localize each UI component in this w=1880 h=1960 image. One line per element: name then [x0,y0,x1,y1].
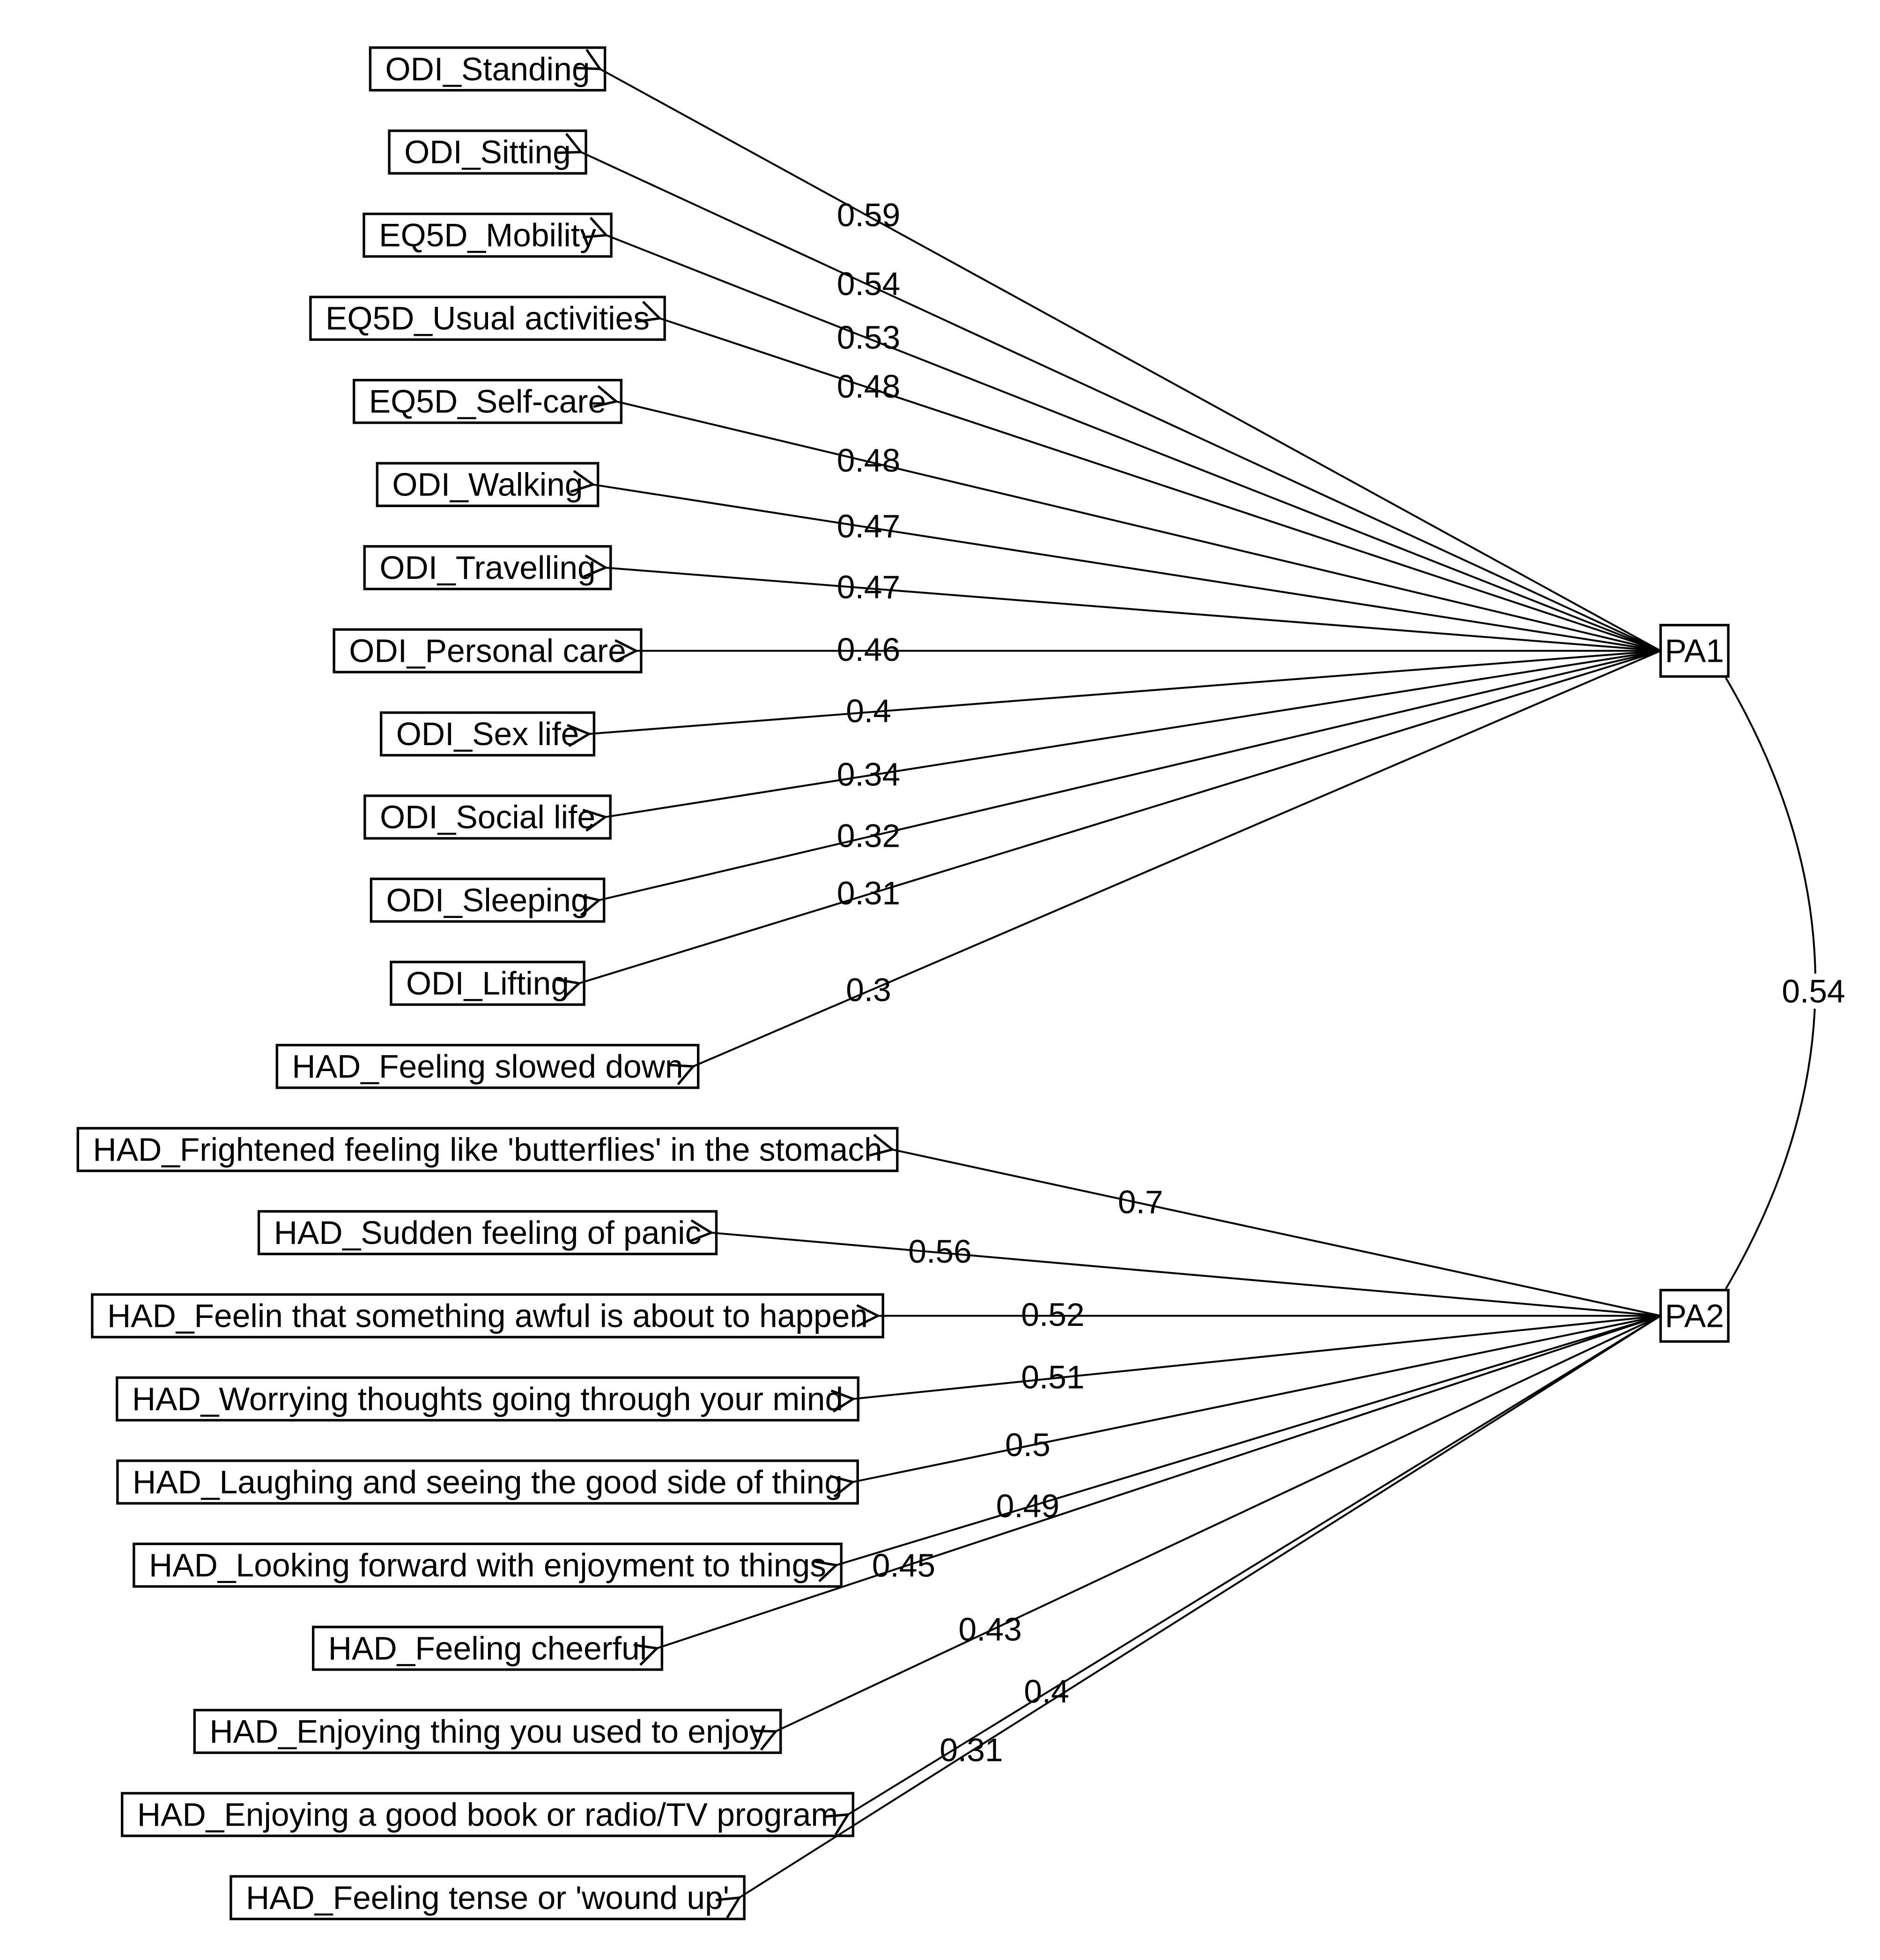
loading-value: 0.49 [996,1488,1059,1524]
variable-label: HAD_Feeling cheerful [328,1630,647,1667]
variable-label: HAD_Looking forward with enjoyment to th… [149,1547,826,1583]
loading-edge [829,1315,1661,1498]
variable-label: HAD_Feeling tense or 'wound up' [246,1879,729,1916]
loading-edge [582,650,1661,832]
variable-label: EQ5D_Self-care [369,383,606,420]
variable-node-box [275,1043,700,1089]
variable-node-box [257,1210,718,1256]
loading-value: 0.53 [837,319,900,355]
loading-edge [869,1134,1661,1317]
variable-node-box [363,545,612,591]
variable-label: ODI_Sitting [404,134,571,170]
variable-label: HAD_Worrying thoughts going through your… [132,1381,843,1417]
loading-edge [576,49,1661,652]
loading-value: 0.34 [837,756,900,792]
factor-correlation-value: 0.54 [1782,973,1845,1010]
factor-label: PA1 [1665,633,1724,669]
loading-edge [570,470,1661,652]
variable-node-box [388,129,587,175]
loading-value: 0.45 [872,1547,935,1583]
variable-node-box [116,1376,859,1422]
loading-value: 0.56 [908,1233,971,1270]
loading-value: 0.48 [837,368,900,405]
loading-value: 0.5 [1005,1427,1051,1463]
variable-node-box [370,877,606,923]
labels-layer: ODI_StandingODI_SittingEQ5D_MobilityEQ5D… [93,51,1851,1916]
factor-label: PA2 [1665,1298,1724,1334]
variable-label: HAD_Feelin that something awful is about… [107,1298,868,1334]
loading-value: 0.31 [837,875,900,911]
variable-node-box [76,1127,899,1172]
variable-label: HAD_Laughing and seeing the good side of… [133,1464,843,1501]
variable-node-box [363,212,613,258]
loading-value: 0.32 [837,817,900,854]
variable-node-box [376,462,600,507]
variable-label: HAD_Enjoying a good book or radio/TV pro… [137,1796,838,1833]
loading-edge [813,1315,1661,1583]
loading-value: 0.47 [837,508,900,545]
variable-node-box [390,961,585,1006]
variable-label: HAD_Sudden feeling of panic [274,1214,702,1251]
variable-node-box [309,296,666,341]
loading-value: 0.52 [1021,1296,1084,1333]
loading-edge [669,650,1661,1086]
variable-label: EQ5D_Mobility [379,217,596,253]
loading-value: 0.59 [837,197,900,233]
loading-value: 0.31 [940,1731,1003,1768]
variable-label: EQ5D_Usual activities [326,300,650,337]
loading-value: 0.51 [1021,1359,1084,1396]
factor-node-box [1659,1288,1730,1343]
variable-label: ODI_Social life [380,799,595,836]
loading-edge [583,554,1661,652]
variable-label: ODI_Personal care [349,633,626,669]
factor-correlation-curve [1725,677,1817,1289]
loading-edge [716,1315,1661,1919]
loading-edge [830,1315,1661,1413]
loading-edge [576,650,1661,917]
variable-label: HAD_Frightened feeling like 'butterflies… [93,1132,882,1168]
variable-node-box [133,1542,843,1588]
loading-value: 0.46 [837,631,900,668]
loading-edge [633,1315,1661,1666]
loading-value: 0.3 [846,972,891,1008]
loading-value: 0.54 [837,266,900,302]
loading-edge [555,650,1661,1001]
variable-label: ODI_Travelling [379,549,595,586]
loading-value: 0.7 [1118,1184,1163,1220]
edges-layer [555,49,1817,1919]
loading-edge [567,650,1661,747]
variable-label: HAD_Enjoying thing you used to enjoy [209,1713,765,1750]
loading-edge [824,1315,1661,1835]
variable-node-box [333,628,643,673]
variable-node-box [116,1459,859,1505]
loading-edge [752,1315,1661,1751]
loading-edge [636,301,1661,652]
loading-edge [583,217,1661,652]
variable-label: ODI_Sleeping [386,882,589,918]
loading-value: 0.4 [1024,1673,1069,1710]
variable-node-box [363,794,612,840]
variable-node-box [193,1709,782,1754]
variable-label: ODI_Walking [392,466,583,503]
loading-edge [557,133,1661,652]
loading-value: 0.47 [837,569,900,606]
node-boxes-layer [76,46,1730,1921]
variable-label: ODI_Lifting [406,965,569,1002]
loading-value: 0.48 [837,442,900,479]
loading-edge [593,385,1661,652]
variable-label: ODI_Standing [385,51,590,87]
variable-node-box [311,1626,664,1671]
loading-value: 0.43 [958,1611,1021,1648]
variable-label: HAD_Feeling slowed down [292,1048,683,1085]
variable-node-box [353,378,623,424]
variable-node-box [229,1875,746,1921]
variable-node-box [369,46,607,92]
loading-edge [689,1219,1661,1317]
variable-label: ODI_Sex life [396,716,579,752]
variable-node-box [121,1792,855,1837]
loading-value: 0.4 [846,693,891,729]
